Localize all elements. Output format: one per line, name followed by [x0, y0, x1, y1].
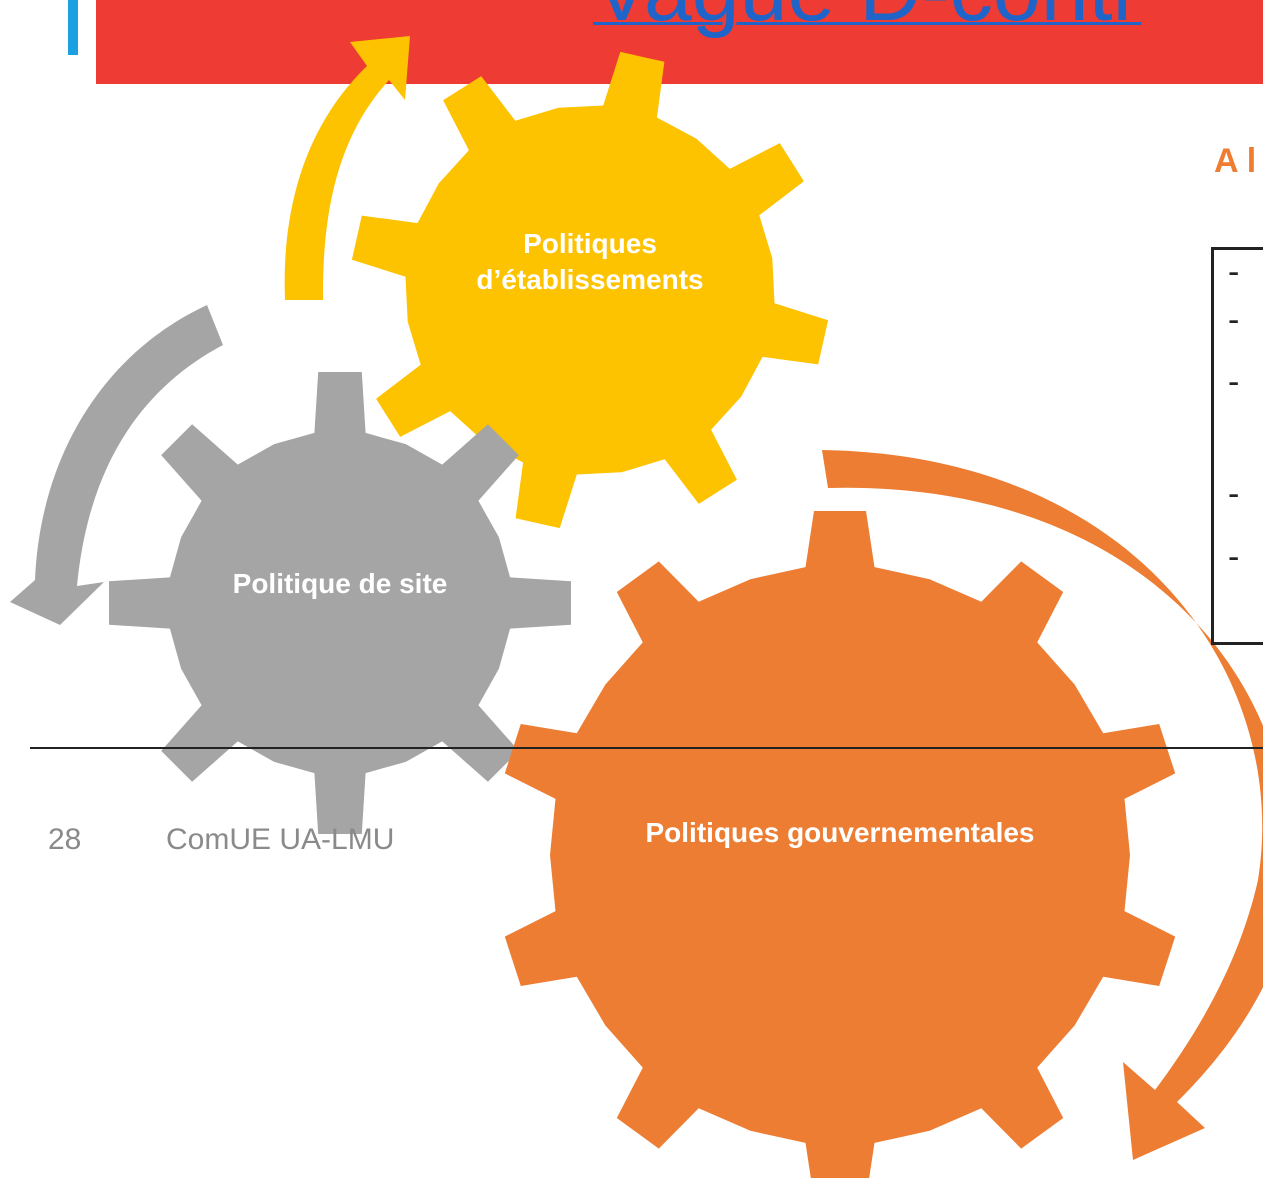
gray-arrow-shaft — [10, 305, 223, 625]
gear-gouvernementales — [504, 511, 1176, 1178]
bullet-item: - — [1228, 301, 1240, 339]
gear-label-gouvernementales: Politiques gouvernementales — [645, 817, 1035, 848]
slide-title: Vague D-contr — [593, 0, 1141, 34]
yellow-arrow-shaft — [284, 36, 410, 300]
gear-site — [109, 372, 571, 834]
title-accent-bar — [68, 0, 78, 55]
bullet-item: - — [1228, 363, 1240, 401]
gear-label-etablissements: Politiques d’établissements — [476, 228, 704, 295]
section-heading: A l — [1214, 142, 1257, 180]
footer-text: ComUE UA-LMU — [166, 823, 395, 856]
bullet-item: - — [1228, 253, 1240, 291]
bullet-textbox — [1211, 247, 1263, 645]
bullet-item: - — [1228, 475, 1240, 513]
footer-divider — [30, 747, 1263, 749]
gear-etablissements — [351, 51, 829, 529]
page-number: 28 — [48, 823, 82, 856]
gear-label-site: Politique de site — [232, 568, 448, 599]
bullet-item: - — [1228, 538, 1240, 576]
title-banner: Vague D-contr — [96, 0, 1263, 84]
